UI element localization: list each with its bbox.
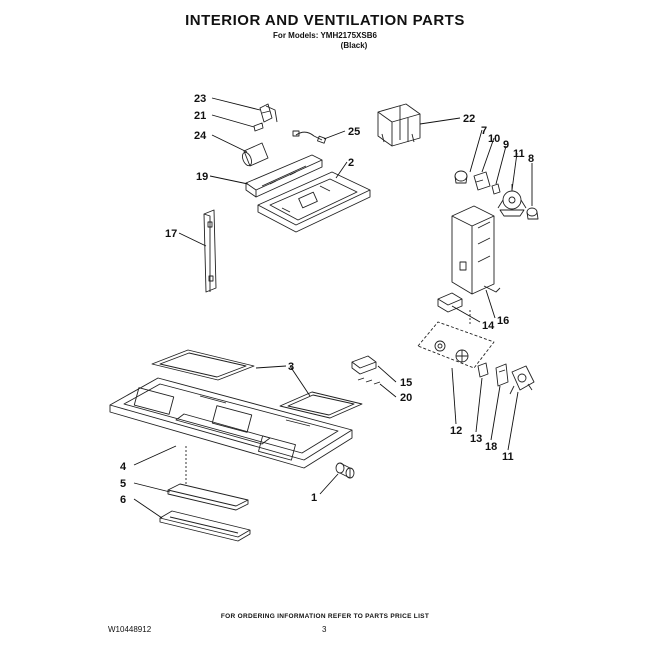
part-5-filter-strip <box>167 483 249 511</box>
callout-21: 21 <box>194 110 206 122</box>
part-17-bracket <box>203 209 217 293</box>
page-title: INTERIOR AND VENTILATION PARTS <box>185 12 465 29</box>
callout-13: 13 <box>470 433 482 445</box>
part-12-assembly <box>417 321 495 369</box>
part-21-clip <box>253 122 264 132</box>
part-4-vent-plate <box>109 377 353 469</box>
model-info: For Models: YMH2175XSB6 (Black) <box>0 31 650 51</box>
models-line: For Models: YMH2175XSB6 <box>273 31 377 40</box>
callout-10: 10 <box>488 133 500 145</box>
callout-7: 7 <box>481 125 487 137</box>
part-6-grille <box>159 510 251 542</box>
callout-labels: 23 21 24 25 22 7 10 9 11 8 2 19 17 16 14… <box>120 93 534 506</box>
part-18-switch <box>495 363 509 387</box>
part-19-lamp-housing <box>245 154 323 198</box>
part-10-switch <box>473 171 491 191</box>
callout-23: 23 <box>194 93 206 105</box>
part-2-panel <box>257 171 371 233</box>
part-1-cylinder <box>335 462 355 479</box>
ordering-note: FOR ORDERING INFORMATION REFER TO PARTS … <box>220 613 430 620</box>
part-22-transformer <box>377 103 421 147</box>
callout-1: 1 <box>311 492 317 504</box>
callout-8: 8 <box>528 153 534 165</box>
leader-lines <box>133 97 533 519</box>
part-15-bracket <box>351 355 377 375</box>
callout-11-upper: 11 <box>513 148 525 160</box>
callout-15: 15 <box>400 377 412 389</box>
callout-2: 2 <box>348 157 354 169</box>
callout-4: 4 <box>120 461 127 473</box>
part-25-wire <box>292 130 327 144</box>
part-14-block <box>437 292 463 313</box>
part-24-socket <box>242 142 269 167</box>
callout-20: 20 <box>400 392 412 404</box>
part-23-bracket <box>259 103 278 123</box>
callout-12: 12 <box>450 425 462 437</box>
page-number: 3 <box>322 625 327 634</box>
callout-5: 5 <box>120 478 126 490</box>
part-7-knob <box>454 170 468 184</box>
document-id: W10448912 <box>108 625 152 634</box>
part-3-filters <box>151 349 363 419</box>
part-16-control-box <box>451 205 501 295</box>
color-line: (Black) <box>340 41 368 50</box>
callout-16: 16 <box>497 315 509 327</box>
callout-25: 25 <box>348 126 360 138</box>
callout-19: 19 <box>196 171 208 183</box>
part-13-component <box>477 362 489 378</box>
callout-14: 14 <box>482 320 495 332</box>
callout-6: 6 <box>120 494 126 506</box>
callout-9: 9 <box>503 139 509 151</box>
callout-18: 18 <box>485 441 497 453</box>
callout-17: 17 <box>165 228 177 240</box>
callout-22: 22 <box>463 113 475 125</box>
part-20-screws <box>357 377 381 385</box>
callout-24: 24 <box>194 130 207 142</box>
callout-3: 3 <box>288 361 294 373</box>
part-9-actuator <box>491 183 501 195</box>
part-8-cylinder <box>526 207 539 220</box>
part-11-lower-bracket <box>509 365 535 395</box>
callout-11-lower: 11 <box>502 451 514 463</box>
